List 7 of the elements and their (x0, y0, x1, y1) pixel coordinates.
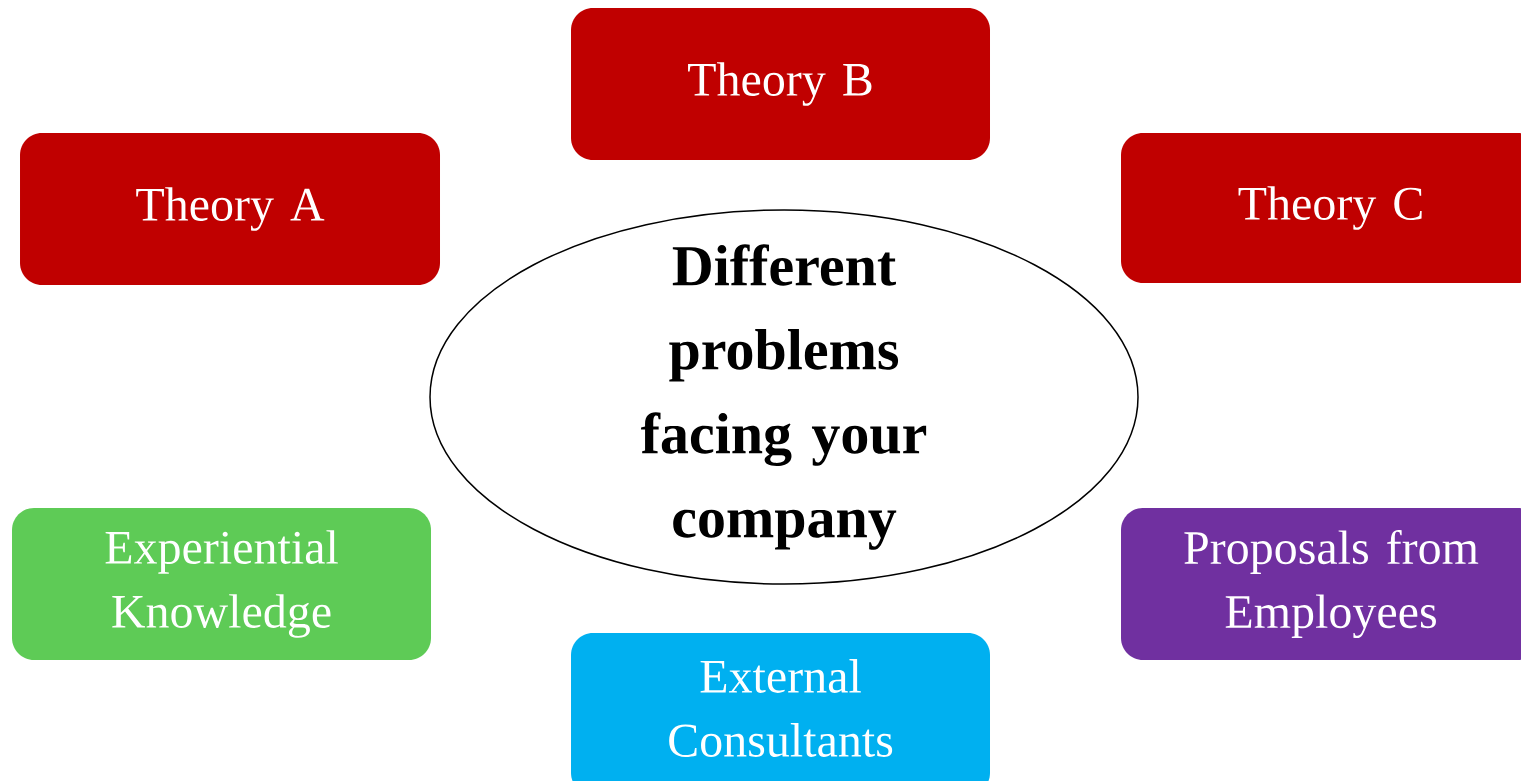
rounded-box: Theory A (20, 133, 440, 285)
rounded-box: External Consultants (571, 633, 990, 781)
rounded-box: Proposals from Employees (1121, 508, 1521, 660)
rounded-box: Theory C (1121, 133, 1521, 283)
rounded-box: Experiential Knowledge (12, 508, 431, 660)
rounded-box: Theory B (571, 8, 990, 160)
oval: Different problems facing your company (429, 209, 1139, 585)
